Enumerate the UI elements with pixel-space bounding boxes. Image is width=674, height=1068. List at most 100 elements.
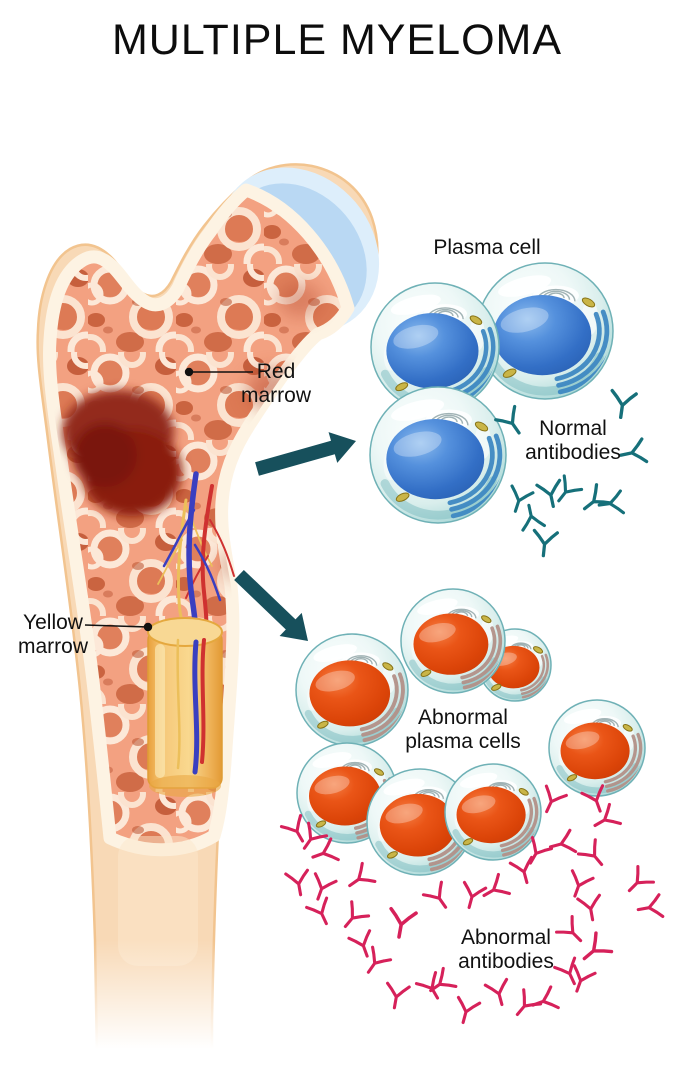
abnormal-antibody xyxy=(284,868,309,897)
abnormal-antibody xyxy=(386,981,411,1010)
abnormal-antibody xyxy=(528,836,554,865)
abnormal-antibody xyxy=(593,802,622,828)
femur-bone-illustration xyxy=(36,163,380,1068)
normal-antibody xyxy=(582,483,613,511)
abnormal-plasma-cell xyxy=(366,768,474,876)
abnormal-antibody xyxy=(576,838,604,867)
abnormal-plasma-cell xyxy=(295,633,409,747)
cell-nucleus xyxy=(493,294,592,376)
mitochondrion xyxy=(518,788,529,796)
cell-nucleus xyxy=(309,766,381,826)
mitochondrion xyxy=(533,646,544,654)
cell-nucleus xyxy=(379,793,457,857)
normal-antibody xyxy=(597,489,626,515)
spongy-bone-red-marrow xyxy=(42,183,355,857)
normal-antibodies-group xyxy=(494,388,649,558)
mitochondrion xyxy=(387,851,398,859)
abnormal-antibody xyxy=(576,893,601,922)
label-normal-antibodies: Normal antibodies xyxy=(525,417,621,464)
abnormal-antibody xyxy=(580,784,605,813)
abnormal-antibody xyxy=(311,837,340,862)
abnormal-antibody xyxy=(279,814,305,843)
abnormal-antibody xyxy=(548,828,578,854)
normal-antibody xyxy=(618,437,649,464)
plasma-cell xyxy=(369,386,507,524)
mitochondrion xyxy=(491,683,502,691)
abnormal-antibody xyxy=(627,865,655,893)
abnormal-antibody xyxy=(508,855,534,885)
mitochondrion xyxy=(502,368,517,378)
abnormal-antibody xyxy=(456,995,482,1025)
abnormal-antibody xyxy=(582,931,614,961)
abnormal-antibody xyxy=(421,880,448,909)
abnormal-antibody xyxy=(572,964,597,993)
abnormal-antibody xyxy=(389,906,418,939)
arrow-icon xyxy=(234,569,309,642)
abnormal-antibody xyxy=(515,988,543,1017)
shaft-sheen xyxy=(118,836,198,966)
abnormal-antibody xyxy=(313,872,338,901)
label-abnormal-plasma-cells: Abnormal plasma cells xyxy=(405,706,521,753)
abnormal-plasma-cells-group xyxy=(295,588,646,876)
myeloma-lesion xyxy=(62,390,182,516)
page-title: MULTIPLE MYELOMA xyxy=(111,16,563,64)
mitochondrion xyxy=(462,838,474,846)
normal-plasma-cells xyxy=(369,262,614,524)
plasma-cell xyxy=(476,262,614,400)
mitochondrion xyxy=(373,768,385,776)
flow-arrows xyxy=(234,432,356,642)
normal-antibody xyxy=(510,484,535,513)
mitochondrion xyxy=(382,662,394,671)
label-plasma-cell: Plasma cell xyxy=(433,236,541,259)
normal-antibody xyxy=(610,388,638,420)
abnormal-antibody xyxy=(570,869,595,898)
mitochondrion xyxy=(622,724,633,732)
abnormal-plasma-cell xyxy=(400,588,506,694)
abnormal-antibody xyxy=(305,896,329,926)
abnormal-antibody xyxy=(553,956,577,986)
abnormal-antibody xyxy=(555,915,583,943)
pointer-dot xyxy=(184,367,194,377)
yellow-marrow-cylinder xyxy=(147,617,223,797)
mitochondrion xyxy=(420,669,432,677)
abnormal-antibodies-group xyxy=(279,784,665,1025)
abnormal-plasma-cell xyxy=(548,699,646,797)
pointer-dot xyxy=(143,622,153,632)
mitochondrion xyxy=(315,820,327,828)
mitochondrion xyxy=(581,297,596,308)
normal-antibody xyxy=(521,503,546,532)
mitochondrion xyxy=(481,615,492,624)
abnormal-antibody xyxy=(544,784,568,814)
abnormal-antibody xyxy=(366,945,393,974)
mitochondrion xyxy=(469,315,483,325)
abnormal-antibody xyxy=(302,821,329,850)
normal-antibody xyxy=(494,404,521,435)
cell-nucleus xyxy=(456,786,526,844)
abnormal-antibody xyxy=(531,985,560,1010)
mitochondrion xyxy=(474,421,489,432)
plasma-cell xyxy=(370,282,500,412)
label-abnormal-antibodies: Abnormal antibodies xyxy=(458,926,554,973)
cell-nucleus xyxy=(386,418,485,500)
normal-antibody xyxy=(557,474,584,503)
normal-antibody xyxy=(535,478,562,509)
mitochondrion xyxy=(395,382,409,392)
normal-antibody xyxy=(532,528,559,558)
cell-nucleus xyxy=(309,660,391,727)
blood-vessels-in-marrow xyxy=(176,638,206,775)
abnormal-antibody xyxy=(347,929,372,958)
bone-bottom-fade xyxy=(80,940,230,1068)
abnormal-plasma-cell xyxy=(444,763,542,861)
cell-nucleus xyxy=(386,313,479,389)
abnormal-antibody xyxy=(343,900,371,929)
cell-nucleus xyxy=(560,722,630,780)
mitochondrion xyxy=(395,492,410,502)
yellow-marrow-pointer xyxy=(84,622,153,632)
label-pointers xyxy=(84,367,253,632)
abnormal-antibody xyxy=(636,893,665,918)
dark-marrow-patch xyxy=(278,283,322,317)
abnormal-antibody xyxy=(462,880,488,910)
abnormal-antibody xyxy=(429,966,458,993)
